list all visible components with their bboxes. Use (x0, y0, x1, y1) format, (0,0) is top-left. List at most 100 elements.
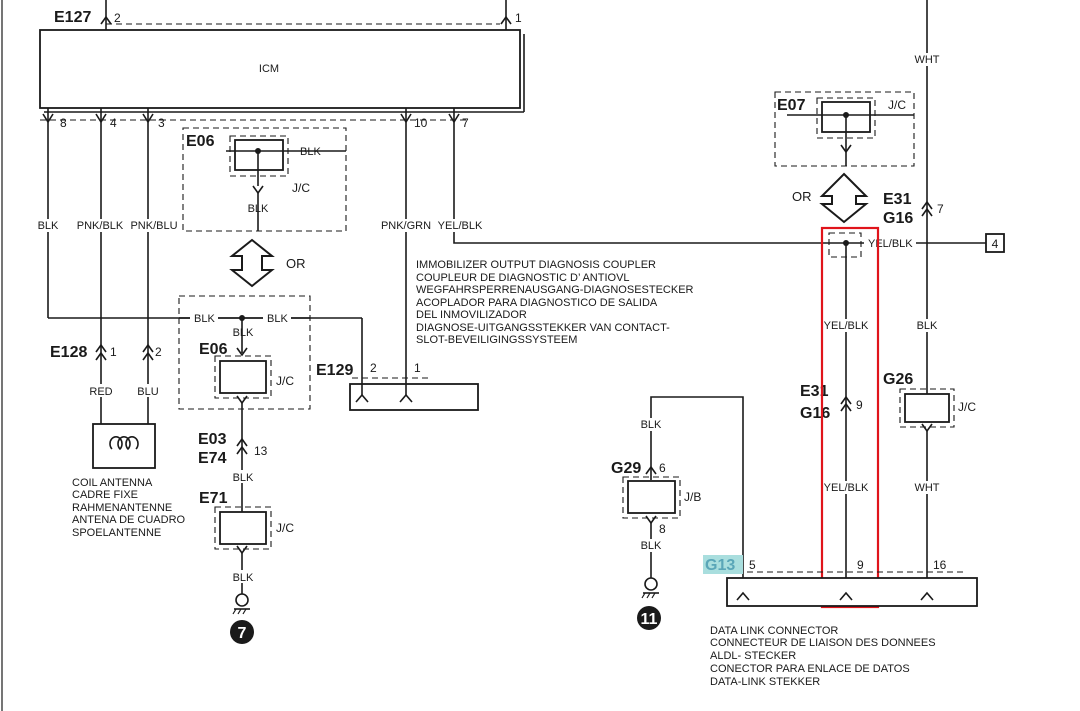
ground-right-badge (637, 606, 661, 630)
connector-g29: G29 (611, 460, 641, 477)
icm-box[interactable] (39, 29, 521, 109)
gap-yel-blk-low (819, 481, 873, 494)
e06b-jc-dash (214, 355, 272, 399)
data-link-line-2: CONNECTEUR DE LIAISON DES DONNEES (710, 637, 936, 649)
coil-antenna-line-4: ANTENA DE CUADRO (72, 514, 186, 526)
ref-4-box[interactable] (985, 233, 1005, 253)
connector-e06b: E06 (199, 341, 228, 358)
gap-pnk-grn (378, 219, 434, 232)
connector-e31a: E31 (883, 191, 912, 208)
immobilizer-line-5: DEL INMOVILIZADOR (416, 309, 527, 321)
e71-jc-box[interactable] (219, 511, 267, 545)
e07-jc-label: J/C (888, 98, 906, 112)
g26-jc-dash (899, 388, 955, 428)
coil-antenna-box[interactable] (92, 423, 156, 469)
connector-e129: E129 (316, 362, 353, 379)
terminal-e128-1-top (95, 343, 107, 353)
wire-label-wht-low: WHT (914, 482, 939, 494)
terminal-g13-5 (736, 591, 750, 601)
wire-label-blu: BLU (137, 386, 158, 398)
ref-4-number: 4 (992, 237, 999, 251)
wire-label-yel-blk-mid: YEL/BLK (824, 320, 869, 332)
wire-yel-blk[interactable] (453, 108, 994, 244)
ground-right-hatch-1 (641, 592, 646, 599)
e71-jc-dash (214, 506, 272, 550)
connector-g16a: G16 (883, 210, 913, 227)
wire-label-pnk-blu-top: PNK/BLU (130, 220, 177, 232)
pin-e127-2: 2 (114, 11, 121, 25)
gap-blk-e71 (230, 570, 256, 583)
immobilizer-line-4: ACOPLADOR PARA DIAGNOSTICO DE SALIDA (416, 297, 658, 309)
terminal-g13-16 (920, 591, 934, 601)
wire-label-red: RED (89, 386, 112, 398)
yel-blk-jc-frame (828, 232, 862, 258)
e71-jc-label: J/C (276, 521, 294, 535)
pin-e03-13: 13 (254, 444, 268, 458)
g29-jb-box[interactable] (627, 480, 676, 514)
ground-left-number: 7 (238, 625, 247, 642)
e06a-frame (182, 127, 347, 232)
data-link-line-4: CONECTOR PARA ENLACE DE DATOS (710, 663, 910, 675)
e07-stub-terminal (840, 144, 852, 154)
connector-e127: E127 (54, 9, 91, 26)
immobilizer-line-3: WEGFAHRSPERRENAUSGANG-DIAGNOSESTECKER (416, 284, 694, 296)
gap-yel-blk-mid (819, 319, 873, 332)
g26-jc-box[interactable] (904, 393, 950, 423)
terminal-g29-8 (645, 515, 657, 525)
terminal-e03-bot (236, 445, 248, 455)
gap-blu (136, 384, 160, 397)
immobilizer-line-7: SLOT-BEVEILIGINGSSYSTEEM (416, 334, 577, 346)
data-link-line-5: DATA-LINK STEKKER (710, 676, 820, 688)
connector-g13: G13 (705, 557, 735, 574)
gap-red (89, 384, 113, 397)
coil-antenna-line-2: CADRE FIXE (72, 489, 138, 501)
ground-right-number: 11 (641, 611, 658, 628)
wire-label-blk-g29-low: BLK (641, 540, 662, 552)
pin-e31-9: 9 (856, 398, 863, 412)
connector-e128: E128 (50, 344, 87, 361)
or-arrow-left-icon (229, 238, 275, 288)
e06b-frame (178, 295, 311, 410)
pin-e127-8: 8 (60, 116, 67, 130)
ground-left-ring-icon (235, 593, 249, 607)
e06a-wire-label-right: BLK (300, 146, 321, 158)
pin-e129-2: 2 (370, 361, 377, 375)
wire-blk-g29-to-g13[interactable] (650, 396, 744, 594)
pin-e127-1: 1 (515, 11, 522, 25)
or-label-left: OR (286, 256, 306, 271)
e06b-jc-box[interactable] (219, 360, 267, 394)
e06a-stub-terminal (252, 185, 264, 195)
immobilizer-line-1: IMMOBILIZER OUTPUT DIAGNOSIS COUPLER (416, 259, 656, 271)
wire-label-blk-e71: BLK (233, 572, 254, 584)
gap-e06b-blk2 (263, 312, 291, 325)
pin-e127-7: 7 (462, 116, 469, 130)
wire-label-yel-blk-7: YEL/BLK (438, 220, 483, 232)
g26-jc-label: J/C (958, 400, 976, 414)
e06a-jc-box[interactable] (234, 139, 284, 171)
or-arrow-right-icon (819, 172, 869, 224)
ground-right-ring-icon (644, 577, 658, 591)
pin-g29-6: 6 (659, 461, 666, 475)
e06b-terminal-top (236, 347, 248, 357)
e06b-wire-label-1: BLK (194, 313, 215, 325)
immobilizer-line-6: DIAGNOSE-UITGANGSSTEKKER VAN CONTACT- (416, 322, 670, 334)
terminal-e31-9-bot (840, 402, 852, 412)
gap-pnk-blk (75, 219, 127, 232)
g13-connector-box[interactable] (726, 577, 978, 607)
data-link-line-1: DATA LINK CONNECTOR (710, 625, 838, 637)
terminal-e127-1 (500, 15, 512, 25)
connector-e31b: E31 (800, 383, 829, 400)
e129-coupler-box[interactable] (349, 383, 479, 411)
highlight-box (820, 226, 880, 609)
wire-label-blk-8-top: BLK (38, 220, 59, 232)
ground-left-badge (230, 620, 254, 644)
connector-e74: E74 (198, 450, 227, 467)
pin-e127-3: 3 (158, 116, 165, 130)
terminal-e127-2 (100, 15, 112, 25)
terminal-e128-1-bot (95, 351, 107, 361)
g29-jb-label: J/B (684, 490, 701, 504)
e06a-wire-label-down: BLK (248, 203, 269, 215)
e07-jc-dash (816, 97, 876, 139)
connector-e03: E03 (198, 431, 227, 448)
